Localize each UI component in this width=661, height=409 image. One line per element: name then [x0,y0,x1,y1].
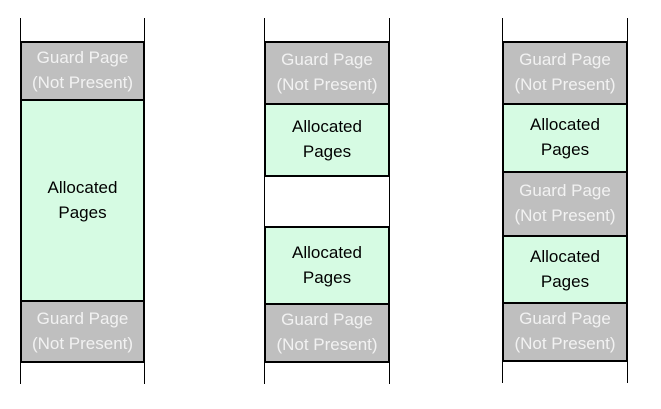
column-open-segment [502,362,628,383]
block-label-line: Allocated [292,117,362,137]
block-label-line: (Not Present) [31,333,134,353]
block-label-line: Guard Page [281,50,373,70]
column-open-segment [264,363,390,384]
block-label-line: (Not Present) [514,334,616,353]
block-label-line: Pages [540,271,590,291]
block-label-line: Guard Page [281,310,373,330]
block-label-line: Pages [58,202,107,222]
guard-page-block: Guard Page (Not Present) [264,303,390,363]
column-open-segment [20,363,145,384]
block-label-line: Allocated [530,115,600,135]
block-label-line: Allocated [292,242,362,262]
column-open-segment [502,18,628,41]
block-label-line: (Not Present) [514,206,616,225]
column-open-segment [264,18,390,41]
block-label-line: (Not Present) [514,75,616,94]
block-label-line: Allocated [47,177,118,197]
guard-page-block: Guard Page (Not Present) [264,41,390,103]
block-label-line: Guard Page [36,48,129,68]
block-label-line: (Not Present) [31,73,134,92]
guard-page-block: Guard Page (Not Present) [502,171,628,235]
free-region-block [264,177,390,226]
block-label-line: Guard Page [519,181,611,201]
guard-page-block: Guard Page (Not Present) [20,300,145,363]
block-label-line: Guard Page [36,308,129,328]
block-label-line: Guard Page [519,50,611,70]
block-label-line: (Not Present) [276,335,378,354]
column-open-segment [20,18,145,41]
block-label-line: (Not Present) [276,75,378,94]
block-label-line: Allocated [530,246,600,266]
block-label-line: Pages [540,140,590,159]
block-label-line: Guard Page [519,309,611,329]
block-label-line: Pages [302,267,352,287]
guard-page-block: Guard Page (Not Present) [502,302,628,362]
guard-page-block: Guard Page (Not Present) [502,41,628,103]
block-label-line: Pages [302,142,352,161]
guard-page-block: Guard Page (Not Present) [20,41,145,99]
